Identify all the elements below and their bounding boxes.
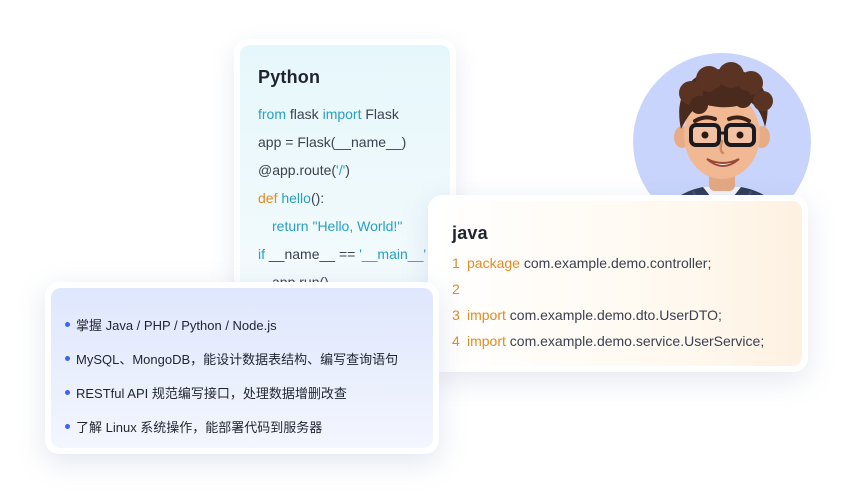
python-code-text: Flask (361, 106, 399, 122)
java-code-line: 2 (452, 276, 802, 302)
java-line-number: 1 (452, 255, 460, 271)
java-code-panel: java 1 package com.example.demo.controlle… (434, 201, 802, 366)
skill-item: RESTful API 规范编写接口，处理数据增删改查 (65, 375, 433, 409)
python-string: "Hello, World!" (308, 218, 403, 234)
python-string: '/' (336, 162, 346, 178)
java-keyword: package (467, 255, 520, 271)
python-code-line: app = Flask(__name__) (258, 128, 450, 156)
python-code-card: Python from flask import Flask app = Fla… (234, 39, 456, 301)
python-code-line: if __name__ == '__main__' (258, 240, 450, 268)
java-code-text: com.example.demo.dto.UserDTO; (505, 307, 722, 323)
python-keyword: def (258, 190, 278, 206)
python-code-line: def hello(): (258, 184, 450, 212)
python-code-line: from flask import Flask (258, 100, 450, 128)
java-line-number: 2 (452, 281, 460, 297)
skill-item: MySQL、MongoDB，能设计数据表结构、编写查询语句 (65, 341, 433, 375)
python-function-name: hello (277, 190, 311, 206)
skill-text: RESTful API 规范编写接口，处理数据增删改查 (76, 385, 347, 401)
skill-item: 掌握 Java / PHP / Python / Node.js (65, 307, 433, 341)
skill-text: 了解 Linux 系统操作，能部署代码到服务器 (76, 419, 323, 435)
skill-text: MySQL、MongoDB，能设计数据表结构、编写查询语句 (76, 351, 399, 367)
java-code-text: com.example.demo.controller; (519, 255, 712, 271)
skill-item: 了解 Linux 系统操作，能部署代码到服务器 (65, 409, 433, 443)
java-line-number: 3 (452, 307, 460, 323)
bullet-dot-icon (65, 423, 70, 429)
python-code-text: (): (310, 190, 325, 206)
java-code-line: 1 package com.example.demo.controller; (452, 250, 802, 276)
java-code-text: com.example.demo.service.UserService; (505, 333, 765, 349)
bullet-dot-icon (65, 355, 70, 361)
python-code-text: flask (286, 106, 323, 122)
skills-list: 掌握 Java / PHP / Python / Node.js MySQL、M… (51, 288, 433, 448)
java-keyword: import (467, 307, 506, 323)
java-code-card: java 1 package com.example.demo.controlle… (428, 195, 808, 372)
python-code-text: ) (345, 162, 350, 178)
python-keyword: import (322, 106, 362, 122)
python-code-panel: Python from flask import Flask app = Fla… (240, 45, 450, 295)
python-code-text: @app.route( (258, 162, 337, 178)
java-keyword: import (467, 333, 506, 349)
java-line-number: 4 (452, 333, 460, 349)
python-keyword: return (272, 218, 309, 234)
bullet-dot-icon (65, 321, 70, 327)
java-code-line: 4 import com.example.demo.service.UserSer… (452, 328, 802, 354)
python-string: '__main__' (359, 246, 427, 262)
python-code-text: app = Flask(__name__) (258, 134, 407, 150)
python-code-text: __name__ == (265, 246, 360, 262)
python-keyword: from (258, 106, 286, 122)
java-card-title: java (452, 223, 488, 243)
python-keyword: if (258, 246, 265, 262)
skills-card: 掌握 Java / PHP / Python / Node.js MySQL、M… (45, 282, 439, 454)
bullet-dot-icon (65, 389, 70, 395)
python-code-line: @app.route('/') (258, 156, 450, 184)
python-code-line: return "Hello, World!" (258, 212, 450, 240)
skill-text: 掌握 Java / PHP / Python / Node.js (76, 317, 277, 333)
java-code-line: 3 import com.example.demo.dto.UserDTO; (452, 302, 802, 328)
python-card-title: Python (258, 67, 321, 87)
